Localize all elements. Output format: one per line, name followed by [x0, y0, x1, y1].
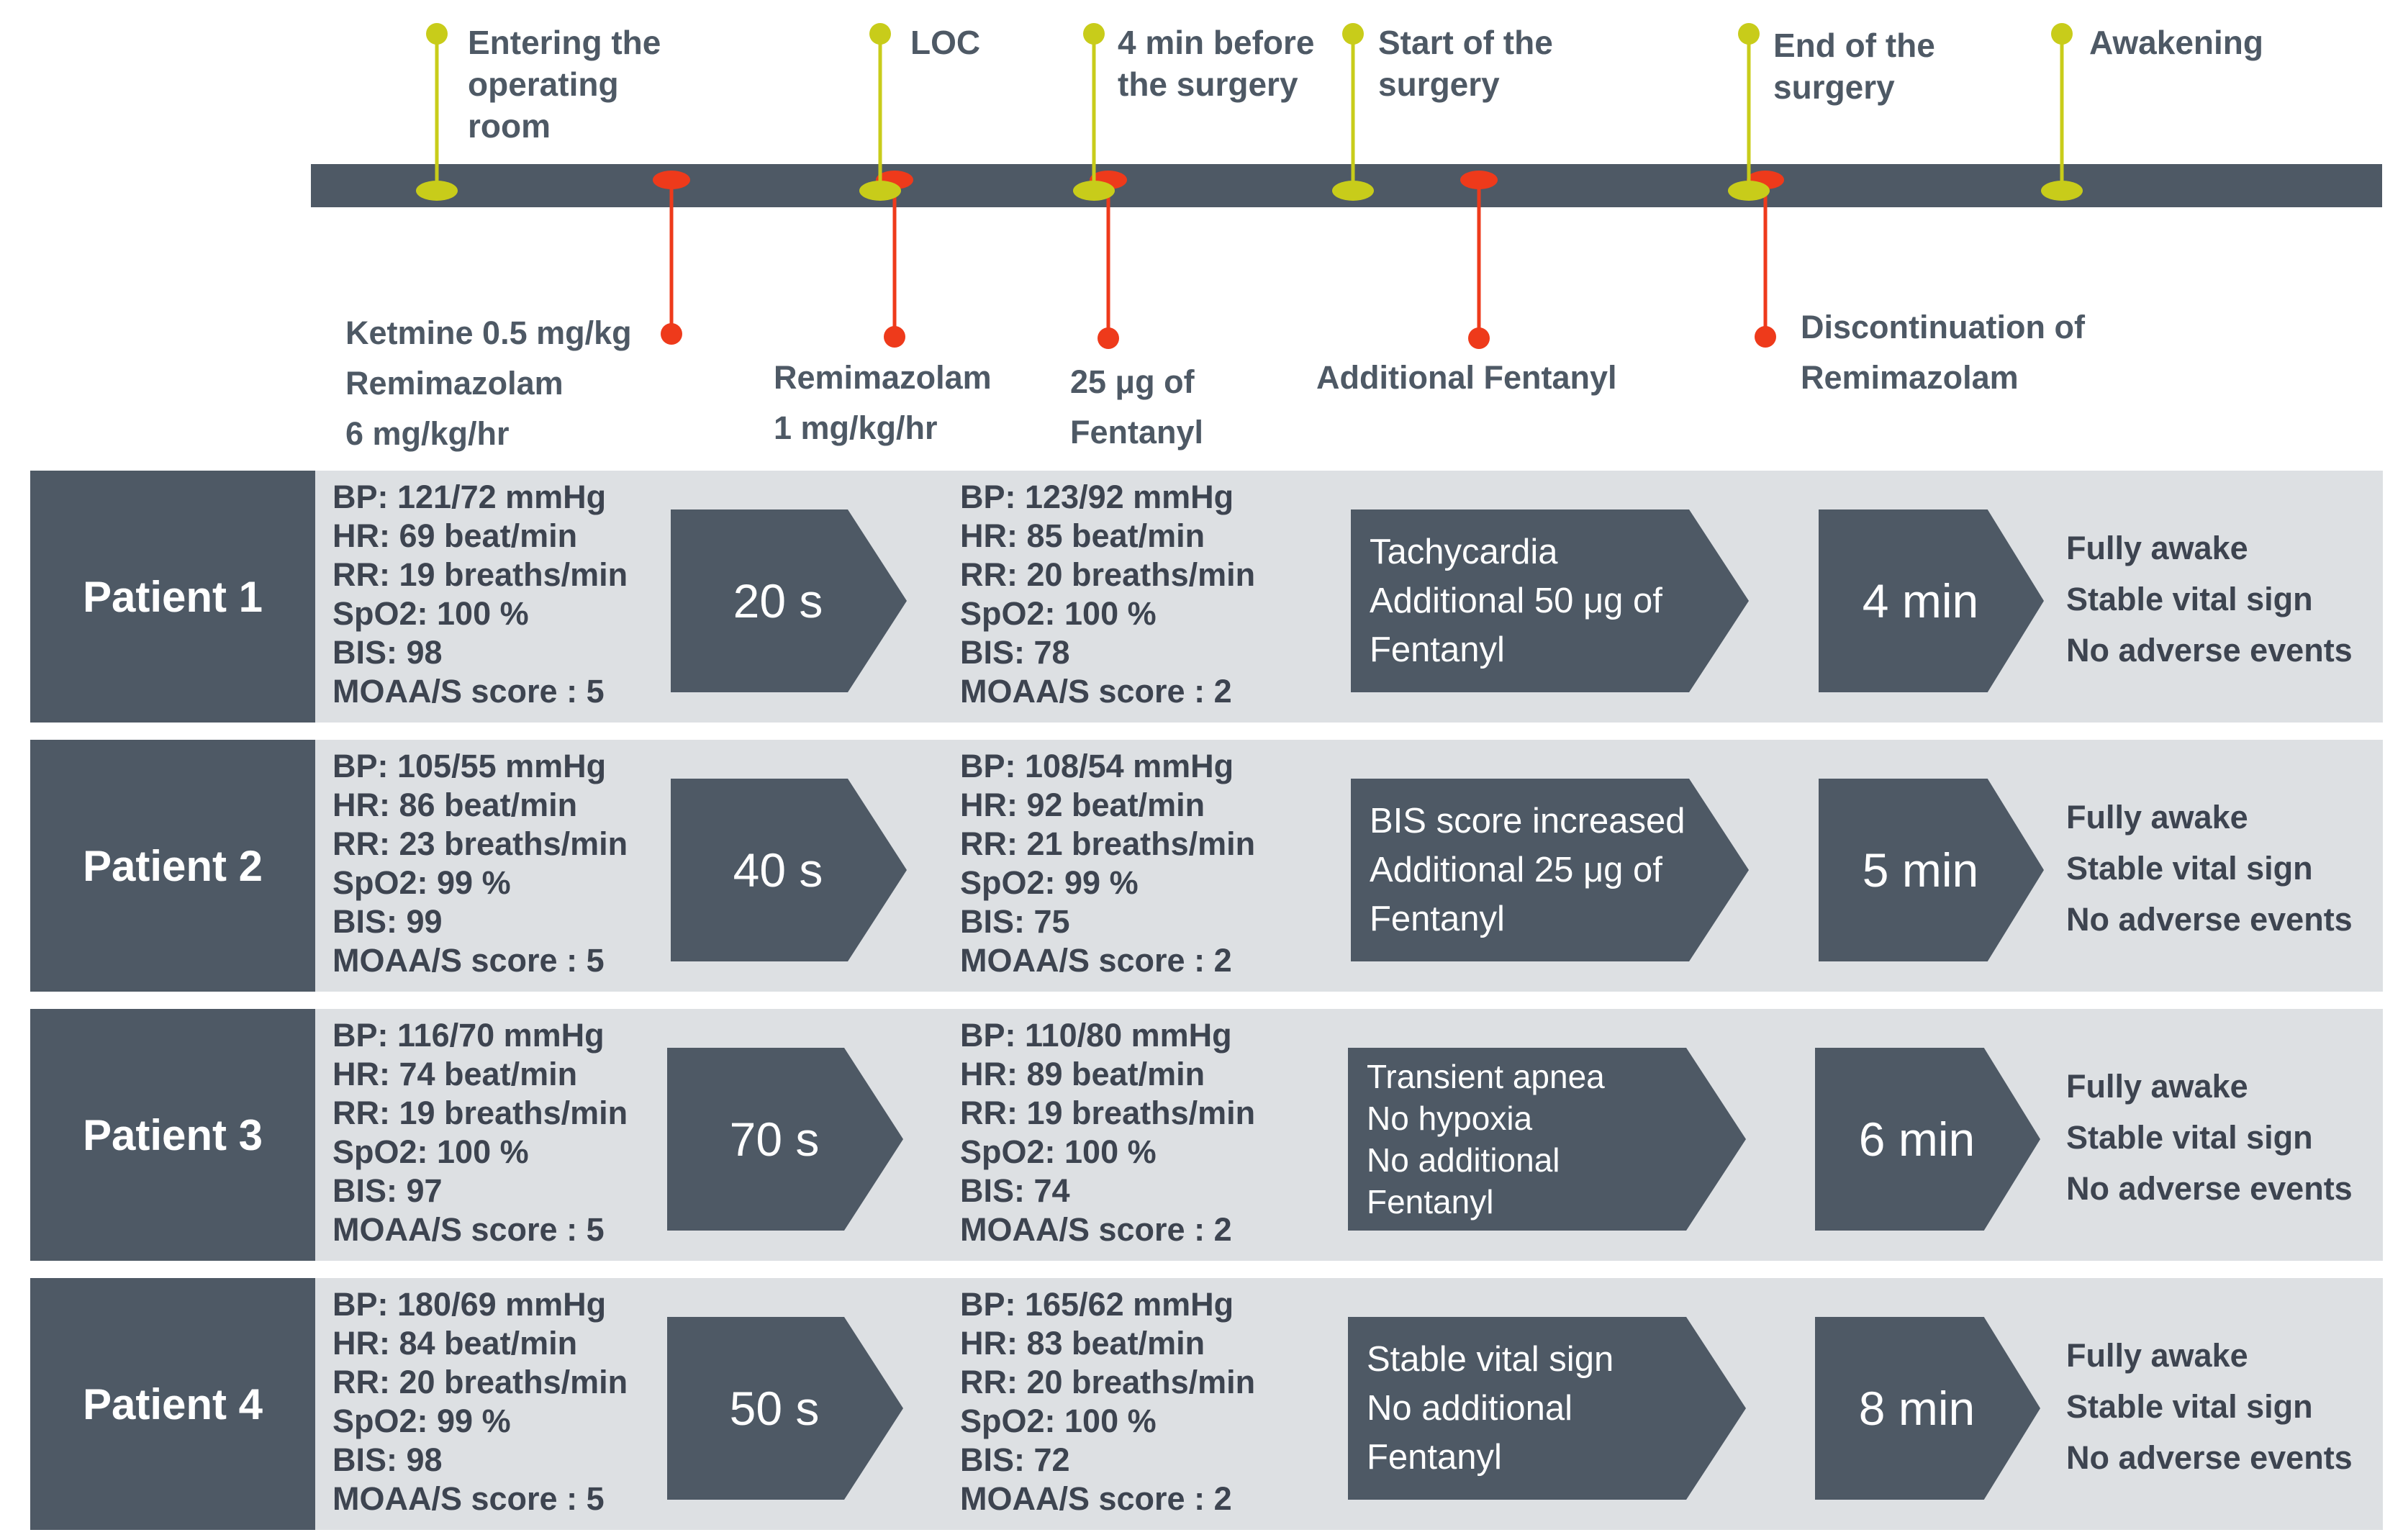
- vitals-after: BP: 108/54 mmHg HR: 92 beat/min RR: 21 b…: [960, 748, 1256, 979]
- intraop-event-arrow: Tachycardia Additional 50 μg of Fentanyl: [1351, 509, 1749, 692]
- patient-name: Patient 3: [30, 1009, 315, 1261]
- event-marker-dot: [1738, 23, 1760, 45]
- intraop-event-arrow: Transient apnea No hypoxia No additional…: [1348, 1048, 1746, 1231]
- patient-name: Patient 4: [30, 1278, 315, 1530]
- outcome-text: Fully awake Stable vital sign No adverse…: [2066, 1068, 2353, 1207]
- drug-marker-head: [653, 171, 690, 189]
- event-label: End of the surgery: [1773, 27, 1935, 106]
- intraop-event-arrow: BIS score increased Additional 25 μg of …: [1351, 779, 1749, 961]
- event-marker-head: [1332, 181, 1374, 201]
- drug-label: Remimazolam 1 mg/kg/hr: [774, 359, 992, 446]
- event-marker-head: [416, 181, 458, 201]
- outcome-text: Fully awake Stable vital sign No adverse…: [2066, 799, 2353, 938]
- event-marker-head: [1073, 181, 1115, 201]
- drug-label: 25 μg of Fentanyl: [1070, 363, 1204, 450]
- patient-name: Patient 2: [30, 740, 315, 992]
- patient-name: Patient 1: [30, 471, 315, 723]
- event-marker-dot: [1083, 23, 1105, 45]
- event-label: 4 min before the surgery: [1118, 24, 1315, 103]
- vitals-after: BP: 165/62 mmHg HR: 83 beat/min RR: 20 b…: [960, 1286, 1256, 1517]
- event-marker-dot: [426, 23, 448, 45]
- vitals-before: BP: 105/55 mmHg HR: 86 beat/min RR: 23 b…: [332, 748, 628, 979]
- vitals-before: BP: 116/70 mmHg HR: 74 beat/min RR: 19 b…: [332, 1017, 628, 1248]
- event-marker-head: [2041, 181, 2083, 201]
- event-marker-head: [859, 181, 901, 201]
- time-to-awake-arrow: 5 min: [1819, 779, 2044, 961]
- intraop-event-arrow: Stable vital sign No additional Fentanyl: [1348, 1317, 1746, 1500]
- event-label: Start of the surgery: [1378, 24, 1553, 103]
- time-to-awake-arrow: 4 min: [1819, 509, 2044, 692]
- vitals-after: BP: 123/92 mmHg HR: 85 beat/min RR: 20 b…: [960, 479, 1256, 710]
- time-to-awake-arrow: 6 min: [1815, 1048, 2040, 1231]
- outcome-text: Fully awake Stable vital sign No adverse…: [2066, 530, 2353, 669]
- drug-label: Additional Fentanyl: [1316, 359, 1617, 396]
- event-marker-dot: [2051, 23, 2073, 45]
- event-marker-head: [1728, 181, 1770, 201]
- event-marker-dot: [1342, 23, 1364, 45]
- outcome-text: Fully awake Stable vital sign No adverse…: [2066, 1337, 2353, 1476]
- drug-marker-dot: [1755, 326, 1776, 348]
- vitals-before: BP: 121/72 mmHg HR: 69 beat/min RR: 19 b…: [332, 479, 628, 710]
- event-label: Awakening: [2089, 24, 2263, 61]
- time-to-awake-arrow: 8 min: [1815, 1317, 2040, 1500]
- event-marker-dot: [869, 23, 891, 45]
- vitals-after: BP: 110/80 mmHg HR: 89 beat/min RR: 19 b…: [960, 1017, 1256, 1248]
- drug-label: Discontinuation of Remimazolam: [1801, 309, 2085, 396]
- event-label: LOC: [910, 24, 981, 61]
- drug-marker-dot: [884, 326, 905, 348]
- drug-marker-dot: [661, 323, 682, 345]
- vitals-before: BP: 180/69 mmHg HR: 84 beat/min RR: 20 b…: [332, 1286, 628, 1517]
- drug-label: Ketmine 0.5 mg/kg Remimazolam 6 mg/kg/hr: [345, 314, 632, 452]
- event-label: Entering the operating room: [468, 24, 661, 145]
- drug-marker-dot: [1468, 327, 1490, 349]
- drug-marker-head: [1460, 171, 1498, 189]
- drug-marker-dot: [1098, 327, 1119, 349]
